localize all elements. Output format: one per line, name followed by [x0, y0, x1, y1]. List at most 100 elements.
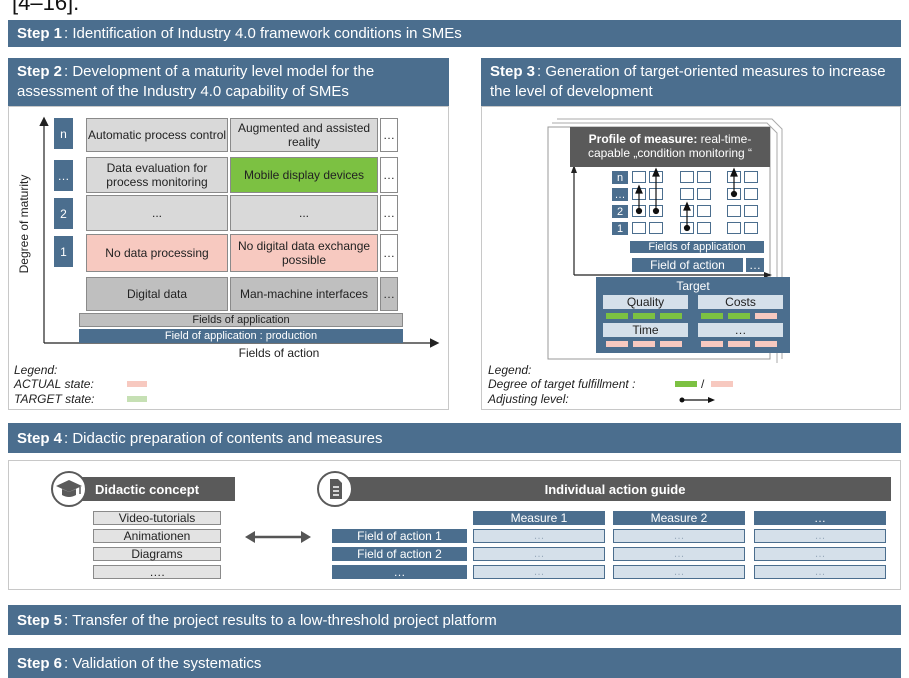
maturity-axes: [39, 116, 440, 348]
step6-bar: Step 6: Validation of the systematics: [8, 648, 901, 678]
cell-more: …: [380, 157, 398, 193]
profile-grid-cell: [727, 222, 741, 234]
guide-cell: …: [754, 547, 886, 561]
quality-fulfilled: [660, 313, 682, 319]
profile-grid-cell: [632, 171, 646, 183]
profile-field-of-action-more: …: [746, 258, 764, 272]
legend-actual: ACTUAL state:: [14, 377, 94, 391]
more-unfulfilled: [701, 341, 723, 347]
profile-field-of-action: Field of action: [632, 258, 743, 272]
level-n: n: [54, 118, 73, 149]
didactic-item-more: ….: [93, 565, 221, 579]
profile-fields-of-application: Fields of application: [630, 241, 764, 253]
fields-of-application-bar: Fields of application: [79, 313, 403, 327]
level-ellipsis: …: [54, 160, 73, 191]
guide-cell: …: [754, 565, 886, 579]
legend-title: Legend:: [14, 363, 58, 377]
cell-more: …: [380, 118, 398, 152]
graduation-cap-icon: [51, 471, 87, 507]
costs-unfulfilled: [755, 313, 777, 319]
profile-grid-cell: [744, 188, 758, 200]
quality-fulfilled: [606, 313, 628, 319]
measure-1-header: Measure 1: [473, 511, 605, 525]
step5-text: : Transfer of the project results to a l…: [64, 611, 497, 629]
step2-panel: Degree of maturity Fields of action n … …: [8, 106, 449, 410]
document-icon: [317, 471, 353, 507]
step4-text: : Didactic preparation of contents and m…: [64, 429, 383, 447]
double-arrow-icon: [245, 531, 311, 543]
action-guide-header: Individual action guide: [339, 477, 891, 501]
legend-actual-swatch: [127, 381, 147, 387]
costs-fulfilled: [701, 313, 723, 319]
y-axis-label: Degree of maturity: [17, 174, 31, 274]
cell-augmented-reality: Augmented and assisted reality: [230, 118, 378, 152]
step6-text: : Validation of the systematics: [64, 655, 262, 672]
measure-2-header: Measure 2: [613, 511, 745, 525]
legend-pink-swatch: [711, 381, 733, 387]
level-1: 1: [54, 236, 73, 267]
target-costs: Costs: [697, 294, 784, 310]
profile-level-n: n: [612, 171, 628, 184]
cell-placeholder: ...: [86, 195, 228, 231]
step4-number: Step 4: [17, 429, 63, 447]
cell-data-evaluation: Data evaluation for process monitoring: [86, 157, 228, 193]
profile-grid-cell: [697, 171, 711, 183]
step3-panel: Profile of measure: real-time-capable „c…: [481, 106, 901, 410]
profile-of-measure-header: Profile of measure: real-time-capable „c…: [570, 127, 770, 167]
profile-level-ellipsis: …: [612, 188, 628, 201]
step1-text: : Identification of Industry 4.0 framewo…: [64, 25, 462, 42]
step5-bar: Step 5: Transfer of the project results …: [8, 605, 901, 635]
step2-number: Step 2: [17, 63, 63, 80]
level-2: 2: [54, 198, 73, 229]
didactic-concept-header: Didactic concept: [79, 477, 235, 501]
cell-more: …: [380, 234, 398, 272]
legend-target-swatch: [127, 396, 147, 402]
target-more: …: [697, 322, 784, 338]
more-unfulfilled: [728, 341, 750, 347]
x-axis-label: Fields of action: [238, 346, 320, 360]
profile-level-1: 1: [612, 222, 628, 235]
step3-legend-title: Legend:: [488, 363, 532, 377]
legend-adjusting: Adjusting level:: [488, 392, 569, 406]
more-unfulfilled: [755, 341, 777, 347]
time-unfulfilled: [633, 341, 655, 347]
guide-cell: …: [613, 529, 745, 543]
step1-bar: Step 1: Identification of Industry 4.0 f…: [8, 20, 901, 47]
field-of-application-production: Field of application : production: [79, 329, 403, 343]
profile-grid-cell: [727, 205, 741, 217]
legend-adjust-arrow-icon: [679, 397, 715, 403]
profile-grid-cell: [697, 222, 711, 234]
profile-adjust-arrows: [635, 167, 738, 232]
profile-grid-cell: [697, 188, 711, 200]
guide-cell: …: [613, 547, 745, 561]
step4-panel: Didactic concept Video-tutorials Animati…: [8, 460, 901, 590]
quality-fulfilled: [633, 313, 655, 319]
measure-more-header: …: [754, 511, 886, 525]
didactic-item-animationen: Animationen: [93, 529, 221, 543]
cell-placeholder: ...: [230, 195, 378, 231]
step2-bar: Step 2: Development of a maturity level …: [8, 58, 449, 106]
profile-bold: Profile of measure:: [588, 132, 698, 146]
header-fragment: [4–16].: [12, 0, 80, 15]
legend-green-swatch: [675, 381, 697, 387]
didactic-item-diagrams: Diagrams: [93, 547, 221, 561]
guide-cell: …: [473, 547, 605, 561]
target-time: Time: [602, 322, 689, 338]
step2-text: : Development of a maturity level model …: [17, 63, 375, 100]
field-more: …: [380, 277, 398, 311]
step3-bar: Step 3: Generation of target-oriented me…: [481, 58, 901, 106]
cell-no-digital-exchange: No digital data exchange possible: [230, 234, 378, 272]
profile-grid-cell: [680, 188, 694, 200]
profile-grid-cell: [744, 171, 758, 183]
profile-text: real-time-capable „condition monitoring …: [587, 132, 753, 160]
field-of-action-1: Field of action 1: [332, 529, 467, 543]
profile-grid-cell: [697, 205, 711, 217]
cell-more: …: [380, 195, 398, 231]
time-unfulfilled: [660, 341, 682, 347]
guide-cell: …: [754, 529, 886, 543]
step3-text: : Generation of target-oriented measures…: [490, 63, 886, 100]
step3-number: Step 3: [490, 63, 536, 80]
profile-grid-cell: [744, 205, 758, 217]
legend-target: TARGET state:: [14, 392, 95, 406]
didactic-item-video-tutorials: Video-tutorials: [93, 511, 221, 525]
